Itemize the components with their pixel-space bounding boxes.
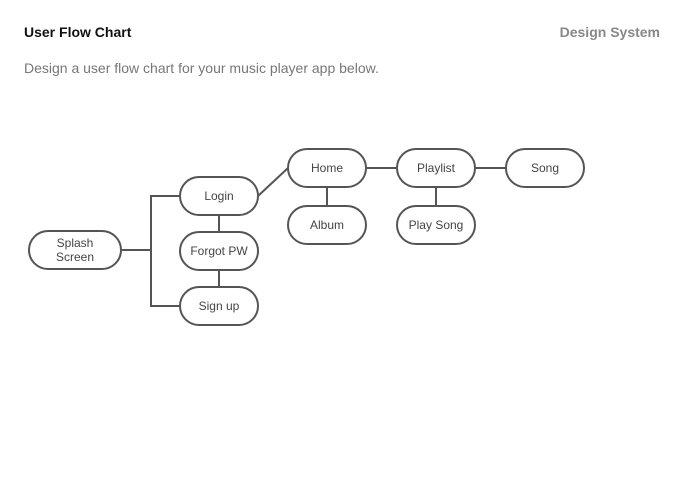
flow-node-label: Sign up (199, 299, 240, 313)
flow-node-playlist: Playlist (396, 148, 476, 188)
flow-node-label: Play Song (409, 218, 464, 232)
flow-node-playsong: Play Song (396, 205, 476, 245)
page-subtitle: Design a user flow chart for your music … (24, 60, 379, 76)
page-title: User Flow Chart (24, 24, 132, 40)
flow-node-label: Login (204, 189, 233, 203)
flow-node-label: Splash (57, 236, 94, 250)
flow-node-label: Screen (56, 250, 94, 264)
brand-label: Design System (559, 24, 660, 40)
flow-node-shape (287, 205, 367, 245)
flow-node-shape (396, 148, 476, 188)
flow-node-shape (179, 231, 259, 271)
flow-node-forgot: Forgot PW (179, 231, 259, 271)
edge-splash-to-login (121, 195, 180, 251)
flow-node-shape (396, 205, 476, 245)
flow-node-shape (28, 230, 122, 270)
flow-node-shape (505, 148, 585, 188)
flow-node-shape (287, 148, 367, 188)
flow-node-shape (179, 286, 259, 326)
flow-node-shape (179, 176, 259, 216)
flow-node-label: Playlist (417, 161, 456, 175)
flow-node-album: Album (287, 205, 367, 245)
flow-node-login: Login (179, 176, 259, 216)
flow-node-signup: Sign up (179, 286, 259, 326)
flow-node-home: Home (287, 148, 367, 188)
flow-node-label: Forgot PW (190, 244, 248, 258)
flow-node-song: Song (505, 148, 585, 188)
flow-node-label: Home (311, 161, 343, 175)
flow-node-label: Song (531, 161, 559, 175)
edge-login-to-home (257, 167, 289, 197)
flow-node-label: Album (310, 218, 344, 232)
edge-splash-to-signup (150, 250, 180, 307)
